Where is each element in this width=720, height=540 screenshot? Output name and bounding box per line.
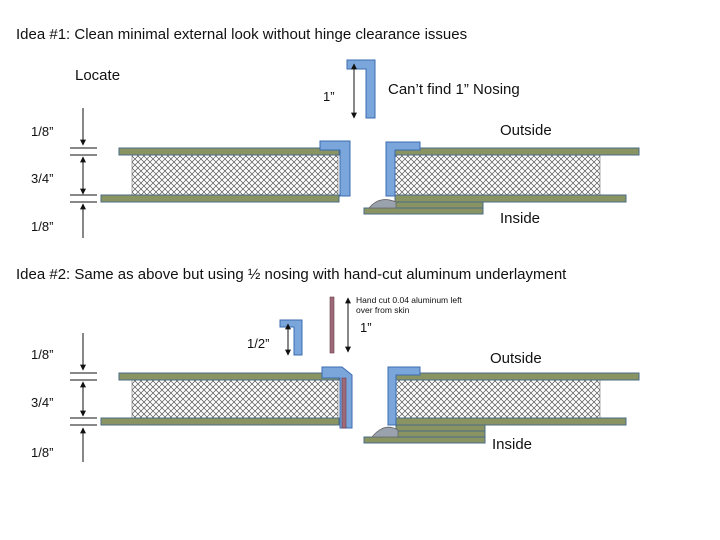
idea1-right-top-skin [394, 147, 640, 156]
idea2-half-dim-label: 1/2” [247, 336, 270, 351]
idea2-strip-note: Hand cut 0.04 aluminum left over from sk… [356, 295, 462, 315]
idea1-dimension-lines [70, 108, 97, 238]
idea1-left-core [131, 154, 339, 196]
idea1-doubler [394, 201, 484, 209]
idea2-right-panel [363, 366, 640, 444]
idea1-loose-nosing [346, 59, 376, 119]
idea2-left-top-skin [118, 372, 340, 381]
idea1-dim-mid-label: 3/4” [31, 171, 54, 186]
idea1-left-bottom-skin [100, 194, 340, 203]
idea1-locate-label: Locate [75, 67, 121, 84]
idea2-sealant-bead [371, 426, 399, 438]
idea2-strip-dim-label: 1” [360, 320, 372, 335]
idea2-dim-bot-label: 1/8” [31, 445, 54, 460]
idea2-loose-aluminum-strip [329, 296, 335, 354]
idea1-title: Idea #1: Clean minimal external look wit… [16, 26, 468, 43]
idea1-nosing-note: Can’t find 1” Nosing [388, 81, 520, 98]
idea2-right-top-skin [394, 372, 640, 381]
idea2-aluminum-underlayment [341, 377, 347, 429]
idea1-right-nosing [385, 141, 421, 197]
idea2-dimension-lines [70, 333, 97, 462]
idea1-inside-label: Inside [500, 210, 541, 227]
idea1-outside-label: Outside [500, 122, 552, 139]
idea1-left-panel [100, 140, 351, 203]
idea2-title: Idea #2: Same as above but using ½ nosin… [16, 266, 567, 283]
idea2-left-panel [100, 366, 353, 429]
idea1-hinge-strip [363, 207, 484, 215]
idea2-right-core [394, 379, 601, 419]
idea2-doubler [395, 424, 486, 432]
idea1-right-core [394, 154, 601, 196]
idea2-doubler-2 [395, 430, 486, 438]
idea1-right-bottom-skin [394, 194, 627, 203]
idea1-dim-top-label: 1/8” [31, 124, 54, 139]
idea1-nosing-dim-label: 1” [323, 89, 335, 104]
idea2-right-bottom-skin [394, 417, 627, 426]
idea2-loose-half-nosing [279, 319, 303, 356]
idea2-hinge-strip [363, 436, 486, 444]
idea1-left-top-skin [118, 147, 340, 156]
idea2-dim-mid-label: 3/4” [31, 395, 54, 410]
idea1-dim-bot-label: 1/8” [31, 219, 54, 234]
idea1-sealant-bead [368, 199, 397, 209]
idea1-right-panel [363, 141, 640, 215]
idea1-left-nosing [319, 140, 351, 197]
idea2-dim-top-label: 1/8” [31, 347, 54, 362]
idea2-left-bottom-skin [100, 417, 340, 426]
idea2-outside-label: Outside [490, 350, 542, 367]
idea2-inside-label: Inside [492, 436, 533, 453]
idea2-left-core [131, 379, 339, 419]
